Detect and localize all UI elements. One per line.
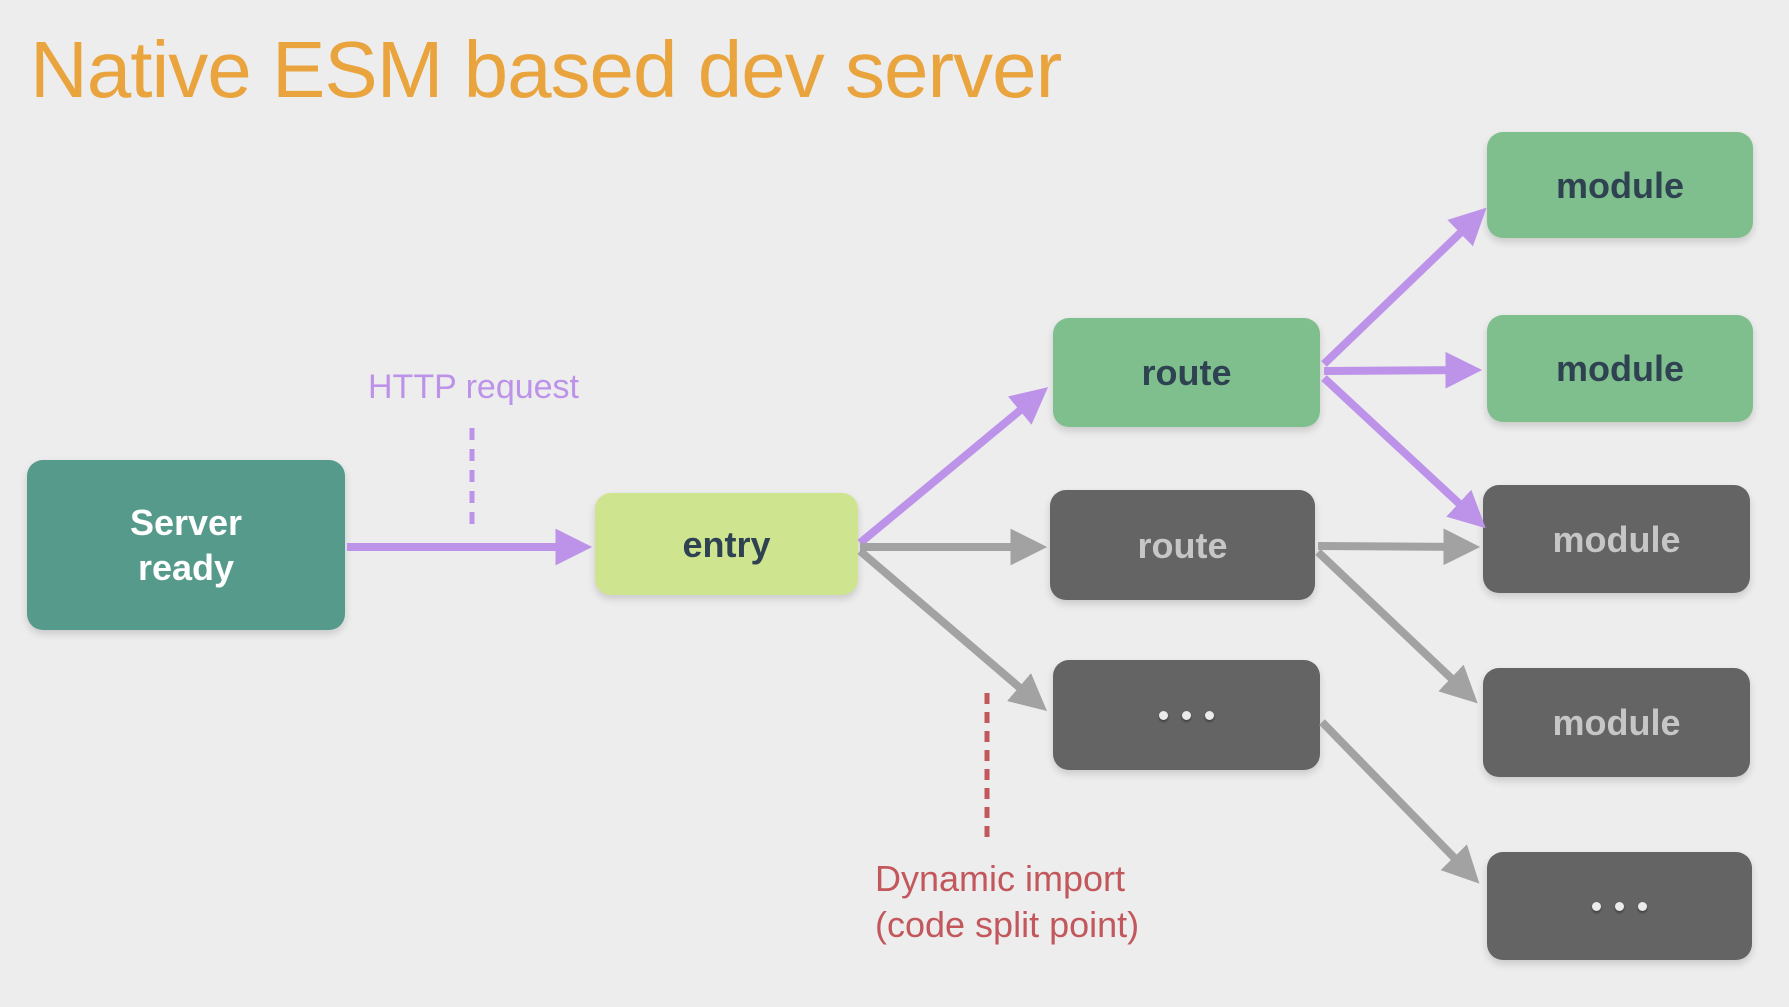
- node-label: module: [1552, 702, 1681, 743]
- node-module-1: module: [1487, 132, 1753, 238]
- dynamic-import-line1: Dynamic import: [875, 858, 1126, 899]
- dot: [1615, 901, 1624, 911]
- node-more-modules: [1487, 852, 1752, 960]
- arrow-more-routes-to-more-modules: [1319, 719, 1480, 884]
- arrow-route-green-to-module-3: [1321, 375, 1486, 529]
- node-module-3: module: [1483, 485, 1750, 593]
- ellipsis-dots: [1592, 901, 1647, 911]
- arrow-route-green-to-module-1: [1321, 207, 1487, 367]
- dynamic-import-line2: (code split point): [875, 903, 1140, 945]
- node-module-4: module: [1483, 668, 1750, 777]
- http-request-label: HTTP request: [368, 368, 580, 406]
- node-label: Server: [129, 502, 243, 543]
- node-entry: entry: [595, 493, 858, 595]
- node-label: module: [1555, 348, 1684, 389]
- dynamic-import-label: Dynamic import (code split point): [875, 856, 1139, 947]
- page-title: Native ESM based dev server: [30, 25, 1062, 114]
- node-more-routes: [1053, 660, 1320, 770]
- dot: [1592, 901, 1601, 911]
- node-label: module: [1552, 518, 1681, 560]
- dot: [1638, 901, 1647, 911]
- arrow-route-gray-to-module-4: [1315, 549, 1478, 704]
- node-label: module: [1555, 164, 1684, 206]
- arrow-entry-to-route-green: [857, 387, 1049, 547]
- dot: [1205, 710, 1214, 720]
- arrow-route-gray-to-module-3: [1317, 528, 1481, 566]
- node-label: ready: [137, 547, 235, 588]
- node-label: entry: [682, 523, 771, 565]
- node-route-green: route: [1053, 318, 1320, 427]
- dot: [1182, 710, 1191, 720]
- node-label: route: [1141, 352, 1232, 393]
- node-module-2: module: [1487, 315, 1753, 422]
- node-route-gray: route: [1050, 490, 1315, 600]
- arrow-route-green-to-module-2: [1323, 351, 1483, 389]
- arrow-entry-to-more-routes: [857, 547, 1047, 711]
- dot: [1159, 710, 1168, 720]
- node-label: route: [1137, 524, 1228, 566]
- ellipsis-dots: [1159, 710, 1214, 720]
